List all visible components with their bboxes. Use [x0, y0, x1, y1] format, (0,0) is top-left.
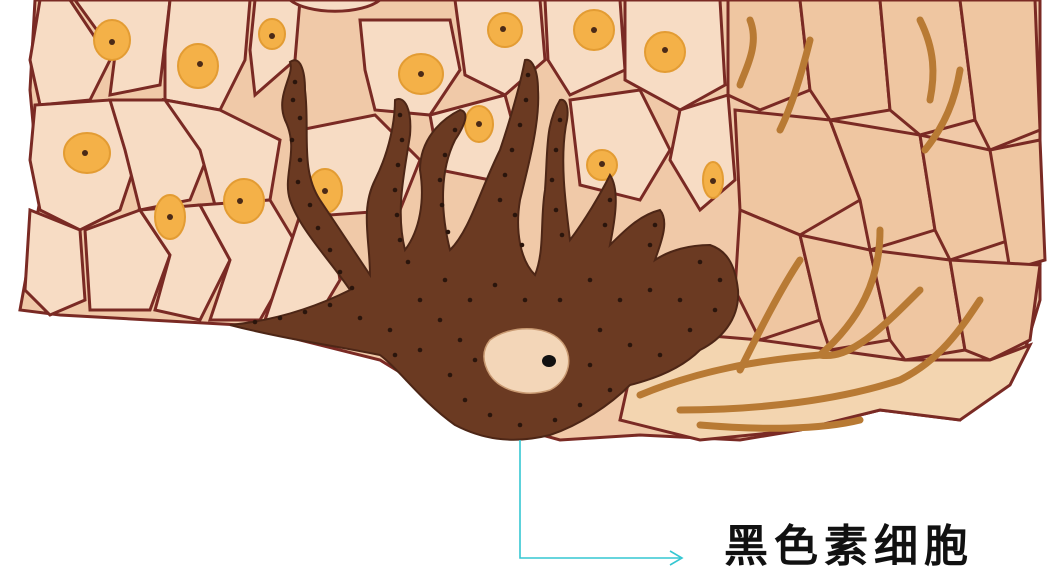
melanocyte-label: 黑色素细胞: [724, 525, 974, 569]
label-pointer-line: [520, 440, 680, 558]
melanocyte-nucleolus: [542, 355, 556, 367]
